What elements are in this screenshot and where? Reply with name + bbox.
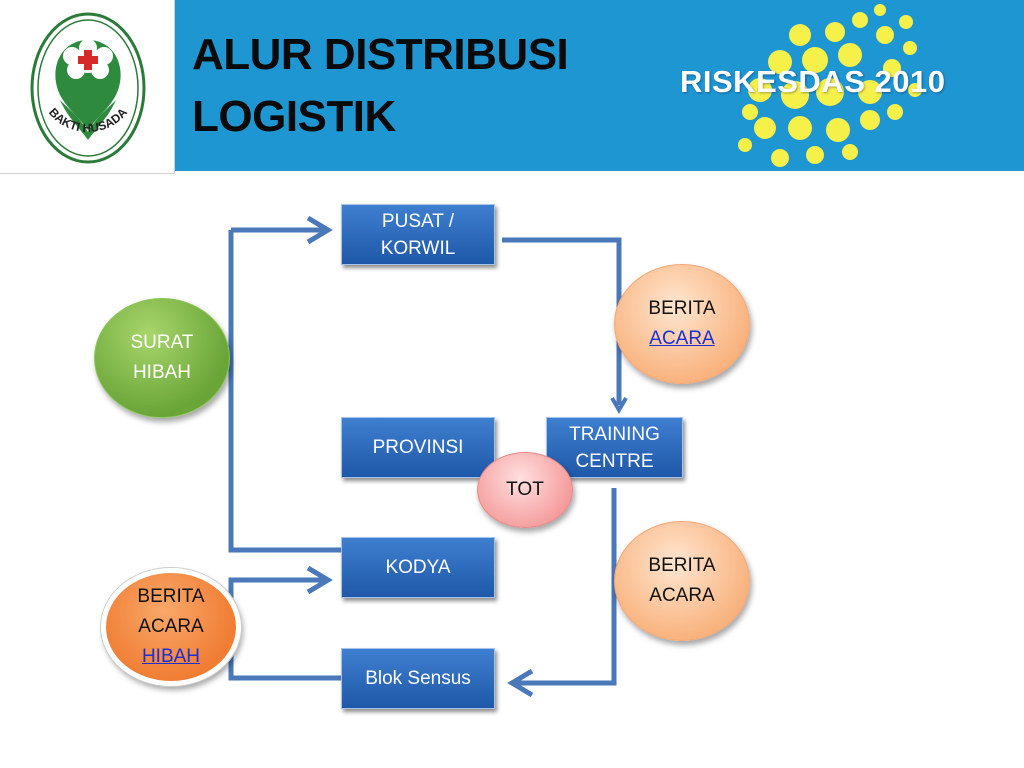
bakti-husada-logo: BAKTI HUSADA bbox=[30, 12, 146, 164]
node-provinsi: PROVINSI bbox=[341, 417, 495, 478]
decorative-dots bbox=[738, 4, 922, 167]
node-blok-sensus-label: Blok Sensus bbox=[365, 668, 471, 689]
node-blok-sensus: Blok Sensus bbox=[341, 648, 495, 709]
node-kodya: KODYA bbox=[341, 537, 495, 598]
node-berita-acara-hibah: BERITA ACARA HIBAH bbox=[101, 568, 241, 686]
berita-acara-top-link[interactable]: ACARA bbox=[649, 328, 715, 349]
node-provinsi-label: PROVINSI bbox=[372, 437, 464, 458]
arrowhead-kodya bbox=[306, 565, 333, 595]
connector-training-to-blok bbox=[515, 488, 617, 686]
node-berita-acara-top: BERITA ACARA bbox=[614, 264, 750, 384]
berita-acara-hibah-link[interactable]: HIBAH bbox=[141, 646, 201, 667]
node-training-centre: TRAINING CENTRE bbox=[546, 417, 683, 478]
node-pusat-line2: KORWIL bbox=[380, 237, 456, 259]
node-pusat-korwil: PUSAT / KORWIL bbox=[341, 204, 495, 265]
title-line-2: LOGISTIK bbox=[192, 92, 396, 141]
connector-left-bracket bbox=[228, 230, 345, 553]
berita-acara-hibah-line1: BERITA bbox=[137, 586, 205, 607]
connector-pusat-to-training bbox=[502, 237, 622, 405]
arrowhead-blok bbox=[507, 668, 534, 698]
tot-label: TOT bbox=[506, 479, 544, 500]
page-title: ALUR DISTRIBUSI LOGISTIK bbox=[192, 24, 652, 148]
berita-acara-top-line1: BERITA bbox=[648, 298, 716, 319]
node-training-line1: TRAINING bbox=[569, 423, 660, 445]
title-line-1: ALUR DISTRIBUSI bbox=[192, 30, 569, 79]
surat-hibah-line1: SURAT bbox=[130, 332, 194, 353]
arrowhead-training bbox=[610, 396, 628, 414]
slide-header: BAKTI HUSADA ALUR DISTRIBUSI LOGISTIK RI… bbox=[0, 0, 1024, 174]
surat-hibah-line2: HIBAH bbox=[132, 362, 192, 383]
berita-acara-mid-line1: BERITA bbox=[648, 555, 716, 576]
node-berita-acara-mid: BERITA ACARA bbox=[614, 521, 750, 641]
berita-acara-mid-line2: ACARA bbox=[649, 585, 715, 606]
connector-blok-to-kodya bbox=[228, 577, 345, 681]
node-surat-hibah: SURAT HIBAH bbox=[94, 298, 230, 418]
node-training-line2: CENTRE bbox=[575, 450, 654, 472]
arrowhead-pusat bbox=[306, 215, 333, 245]
node-pusat-line1: PUSAT / bbox=[381, 210, 455, 232]
node-kodya-label: KODYA bbox=[385, 557, 451, 578]
brand-label: RISKESDAS 2010 bbox=[680, 64, 946, 99]
logo-panel: BAKTI HUSADA bbox=[0, 0, 175, 174]
berita-acara-hibah-line2: ACARA bbox=[138, 616, 204, 637]
node-tot: TOT bbox=[477, 452, 573, 528]
